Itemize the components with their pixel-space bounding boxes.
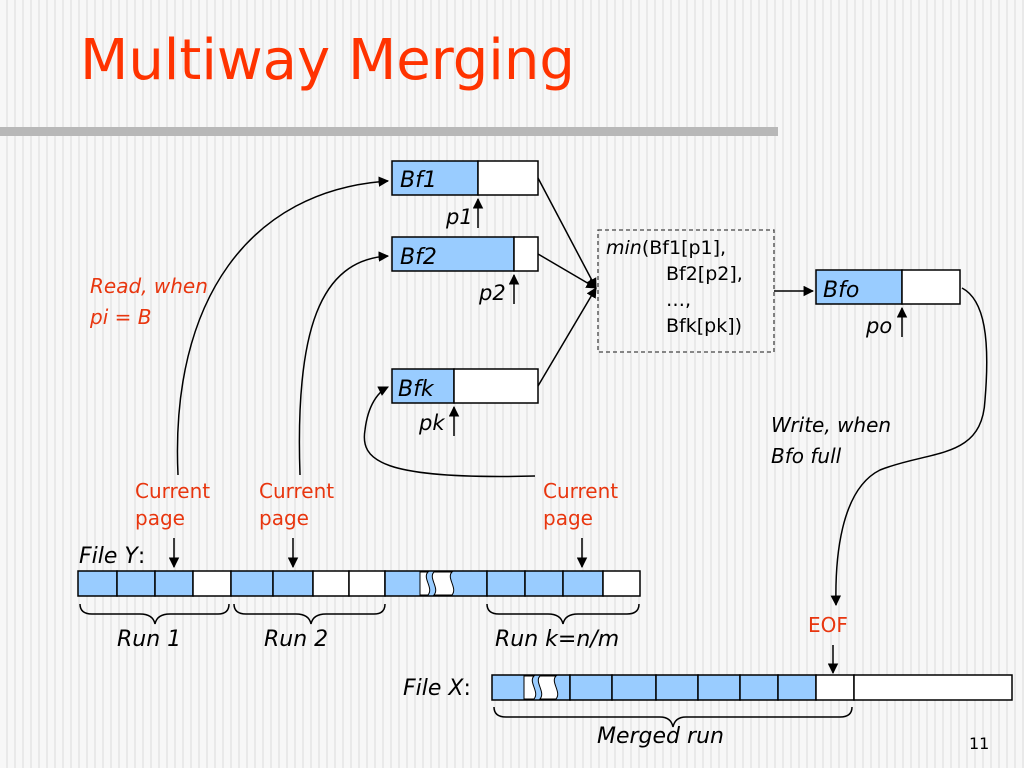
read-note-line2: pi = B [90, 305, 152, 329]
file-x-pages [491, 674, 1013, 701]
min-box-line4: Bfk[pk]) [666, 315, 743, 337]
write-note-line1: Write, when [771, 413, 892, 437]
runk-label: Run k=n/m [495, 627, 620, 652]
current-page-label-runk: Current page [543, 479, 619, 530]
eof-label: EOF [808, 613, 848, 637]
arrow-bfk-to-min [537, 287, 597, 387]
read-curve-run2 [298, 251, 390, 476]
file-y-pages [77, 570, 641, 597]
buffer-bfk [391, 368, 539, 404]
min-box-line1: min(Bf1[p1], [606, 236, 726, 261]
buffer-bfo [815, 269, 961, 305]
read-curve-runk [363, 386, 536, 478]
current-page-label-run2: Current page [259, 479, 335, 530]
brace-run2 [233, 603, 386, 625]
bf2-label: Bf2 [400, 245, 437, 270]
bfk-label: Bfk [398, 377, 434, 402]
arrow-bf2-to-min [537, 253, 597, 289]
p2-label: p2 [479, 281, 506, 305]
write-curve [830, 287, 988, 607]
brace-run1 [79, 603, 230, 625]
merged-run-label: Merged run [597, 724, 724, 749]
file-x-name: File X [403, 676, 464, 701]
min-function: min [606, 237, 642, 259]
slide-title: Multiway Merging [80, 28, 575, 93]
brace-runk [486, 603, 640, 625]
read-curve-run1 [176, 176, 390, 476]
file-x-gap-break [523, 675, 559, 700]
file-y-gap-break [419, 571, 455, 596]
write-note-line2: Bfo full [771, 444, 842, 468]
min-arg1: (Bf1[p1], [641, 237, 727, 259]
arrow-bf1-to-min [537, 177, 597, 289]
run2-label: Run 2 [264, 627, 329, 652]
current-page-label-run1: Current page [135, 479, 211, 530]
brace-merged [493, 706, 853, 728]
bfo-label: Bfo [823, 278, 860, 303]
file-y-label: File Y: [79, 544, 145, 570]
pk-label: pk [419, 411, 445, 435]
file-y-name: File Y [79, 544, 138, 569]
file-x-colon: : [463, 676, 471, 701]
min-box-line2: Bf2[p2], [666, 263, 743, 285]
p1-label: p1 [446, 205, 473, 229]
min-box-line3: …, [666, 289, 692, 311]
read-note-line1: Read, when [90, 274, 208, 298]
title-underline-bar [0, 127, 778, 136]
buffer-bf2 [391, 236, 539, 272]
file-x-label: File X: [403, 676, 471, 702]
page-number: 11 [969, 734, 990, 753]
min-box [597, 229, 775, 353]
bf1-label: Bf1 [400, 168, 437, 193]
run1-label: Run 1 [117, 627, 182, 652]
po-label: po [866, 314, 893, 338]
file-y-colon: : [137, 544, 146, 569]
